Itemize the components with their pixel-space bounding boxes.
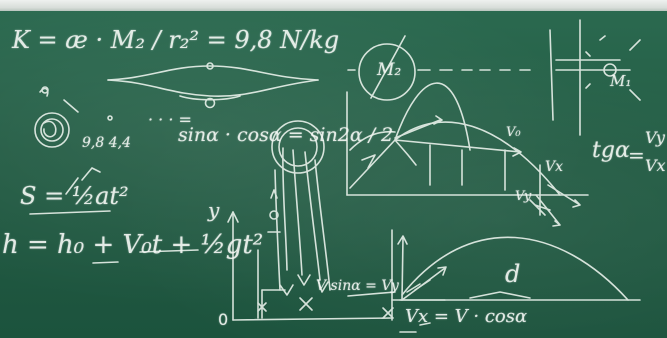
gravity-formula: K = æ · M₂ / r₂² = 9,8 N/kg	[12, 26, 340, 54]
origin-label: 0	[218, 310, 229, 329]
underline-s	[30, 211, 110, 214]
falling-objects	[268, 121, 330, 295]
field-wave	[108, 63, 318, 108]
tangent-numerator: Vy	[645, 128, 665, 147]
dots-note: · · · =	[148, 110, 192, 129]
x-marks	[258, 298, 312, 311]
lower-axes	[228, 212, 392, 320]
tangent-tg: tg	[592, 138, 615, 163]
right-axis-sketch	[550, 20, 640, 135]
lower-parabola	[348, 230, 640, 332]
underline-v0t	[93, 262, 118, 263]
mass-left-label: M₂	[377, 60, 402, 80]
chalkboard-frame	[0, 0, 667, 11]
distance-d-label: d	[505, 260, 521, 288]
vx-formula: Vx = V · cosα	[405, 306, 528, 327]
v0-label: V₀	[506, 125, 521, 140]
tangent-denominator: Vx	[645, 156, 666, 175]
mass-circle	[348, 36, 530, 100]
projectile-graph	[347, 83, 588, 226]
tangent-alpha: α	[614, 138, 630, 163]
earth-sketch	[35, 87, 112, 147]
mass-right-label: M₁	[610, 72, 632, 90]
tangent-formula-prefix: tgα	[592, 140, 630, 162]
vsin-formula: V sinα = Vy	[316, 278, 399, 294]
trig-formula: sinα · cosα = sin2α / 2	[178, 124, 394, 146]
vy-label: Vy	[515, 189, 532, 204]
y-axis-label: y	[208, 198, 220, 222]
distance-formula: S = ½at²	[20, 182, 129, 210]
height-formula: h = h₀ + V₀t + ½gt²	[2, 230, 264, 260]
values-note: 9,8 4,4	[82, 135, 131, 151]
underline-half	[140, 250, 198, 252]
tangent-eq: =	[628, 143, 645, 167]
vx-label: Vx	[545, 159, 564, 175]
